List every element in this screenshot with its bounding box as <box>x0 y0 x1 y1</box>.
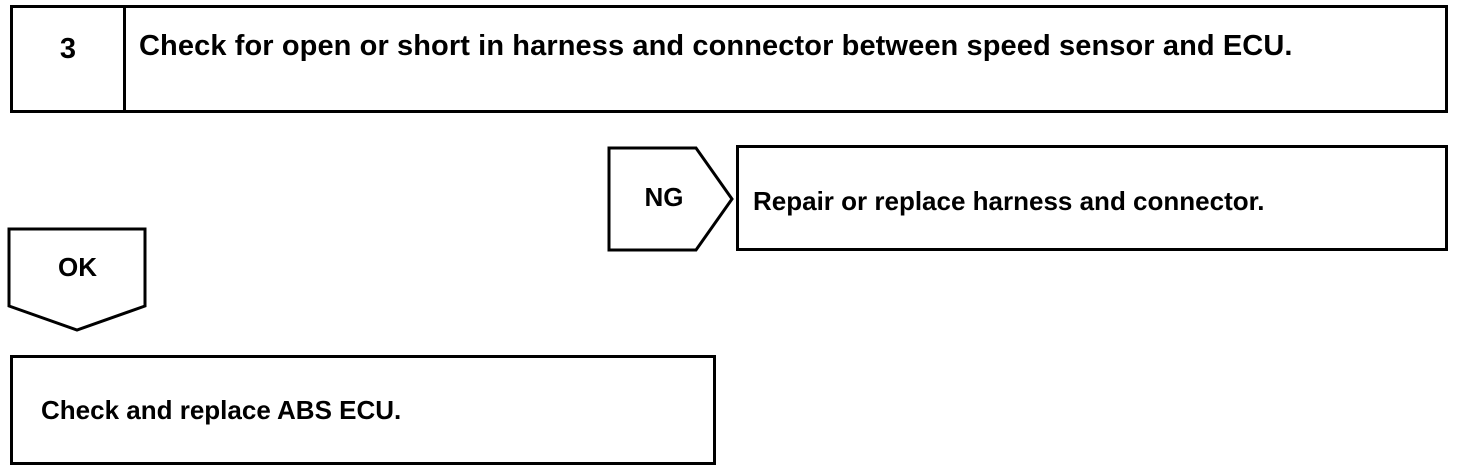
ng-result-text: Repair or replace harness and connector. <box>753 186 1265 216</box>
step-description: Check for open or short in harness and c… <box>139 30 1293 62</box>
step-number: 3 <box>13 8 126 110</box>
ng-arrow <box>607 146 734 252</box>
ng-result-box: Repair or replace harness and connector. <box>736 145 1448 251</box>
step-box: 3 Check for open or short in harness and… <box>10 5 1448 113</box>
ok-label: OK <box>58 252 97 282</box>
ok-result-text: Check and replace ABS ECU. <box>41 395 402 425</box>
ng-label: NG <box>644 182 684 212</box>
ok-arrow <box>7 227 147 332</box>
ok-result-box: Check and replace ABS ECU. <box>10 355 716 465</box>
